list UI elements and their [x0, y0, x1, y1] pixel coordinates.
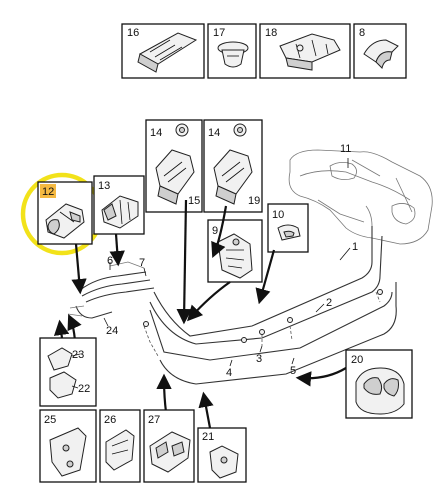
fuel-lines	[67, 205, 397, 385]
highlight-label-bg	[40, 184, 56, 198]
callout-24: 24	[106, 325, 118, 337]
callout-23: 23	[72, 349, 84, 361]
part-25-box: 25	[39, 409, 97, 483]
callout-15: 15	[188, 195, 200, 207]
fuel-tank: 11	[288, 143, 433, 245]
callout-6: 6	[107, 255, 113, 267]
part-10-box: 10	[267, 203, 309, 253]
part-27-box: 27	[143, 409, 195, 483]
pointer-arrows	[53, 199, 347, 429]
callout-9: 9	[212, 225, 218, 237]
part-26-box: 26	[99, 409, 141, 483]
callout-21: 21	[202, 431, 214, 443]
callout-22: 22	[78, 383, 90, 395]
part-14-15-box: 14 15	[145, 119, 203, 213]
callout-27: 27	[148, 414, 160, 426]
part-14-19-box: 14 19	[203, 119, 263, 213]
part-16-box: 16	[121, 23, 205, 79]
callout-3: 3	[256, 353, 262, 365]
part-13-box: 13	[93, 175, 145, 235]
callout-2: 2	[326, 297, 332, 309]
callout-7: 7	[139, 257, 145, 269]
part-17-box: 17	[207, 23, 257, 79]
callout-14b: 14	[208, 127, 220, 139]
callout-13: 13	[98, 180, 110, 192]
part-22-23-box: 23 22	[39, 337, 97, 407]
part-12-box[interactable]: 12	[20, 172, 104, 256]
callout-11: 11	[340, 143, 351, 155]
callout-5: 5	[290, 365, 296, 377]
callout-12: 12	[42, 186, 54, 198]
callout-19: 19	[248, 195, 260, 207]
callout-18: 18	[265, 27, 277, 39]
callout-25: 25	[44, 414, 56, 426]
callout-17: 17	[213, 27, 225, 39]
callout-16: 16	[127, 27, 139, 39]
callout-14a: 14	[150, 127, 162, 139]
part-20-box: 20	[345, 349, 413, 419]
callout-10: 10	[272, 209, 284, 221]
callout-26: 26	[104, 414, 116, 426]
part-8-box: 8	[353, 23, 407, 79]
callout-1: 1	[352, 241, 358, 253]
part-21-box: 21	[197, 427, 247, 483]
part-18-box: 18	[259, 23, 351, 79]
callout-4: 4	[226, 367, 232, 379]
callout-8: 8	[359, 27, 365, 39]
callout-20: 20	[351, 354, 363, 366]
